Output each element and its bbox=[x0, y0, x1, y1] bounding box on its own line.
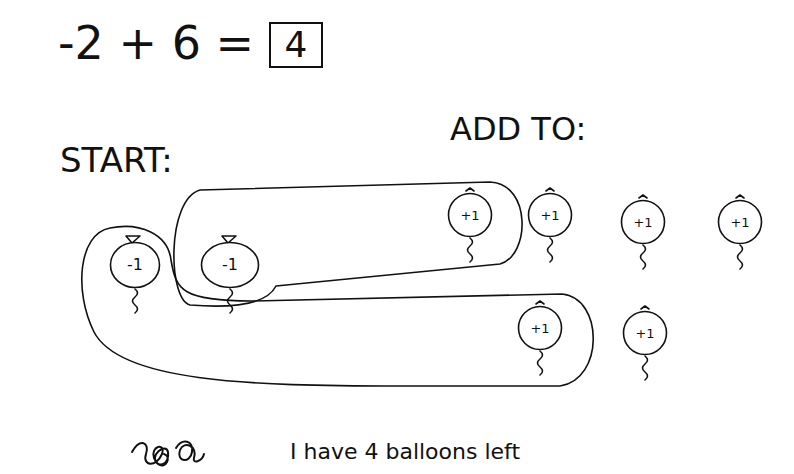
balloon-top bbox=[466, 188, 474, 191]
balloon-string bbox=[643, 356, 648, 380]
balloon: -1 bbox=[200, 241, 260, 289]
answer-sentence: I have 4 balloons left bbox=[290, 440, 520, 464]
balloon-shape bbox=[624, 312, 667, 355]
balloon-top bbox=[639, 195, 647, 198]
balloon-string bbox=[738, 245, 743, 269]
equation-text: -2 + 6 = bbox=[58, 18, 254, 69]
balloon-shape bbox=[519, 307, 562, 350]
balloon: +1 bbox=[622, 310, 668, 356]
balloon: +1 bbox=[620, 199, 666, 245]
balloon-value: +1 bbox=[633, 216, 652, 229]
start-label: START: bbox=[60, 142, 173, 179]
pairing-loop bbox=[174, 182, 522, 306]
balloon-string bbox=[538, 351, 543, 375]
balloon-value: -1 bbox=[222, 257, 238, 273]
balloon-shape bbox=[622, 201, 665, 244]
balloon-shape bbox=[111, 243, 160, 288]
balloon-top bbox=[546, 188, 554, 191]
balloon-shape bbox=[719, 201, 762, 244]
answer-box: 4 bbox=[269, 22, 323, 68]
balloon: +1 bbox=[527, 192, 573, 238]
balloon: -1 bbox=[109, 241, 161, 289]
balloon-string bbox=[641, 245, 646, 269]
balloon-value: -1 bbox=[127, 257, 143, 273]
balloon-top bbox=[736, 195, 744, 198]
answer-number: 4 bbox=[285, 27, 308, 63]
balloon-string bbox=[468, 238, 473, 262]
pairing-loop bbox=[82, 226, 593, 386]
balloon: +1 bbox=[447, 192, 493, 238]
balloon-value: +1 bbox=[530, 322, 549, 335]
balloon-shape bbox=[529, 194, 572, 237]
balloon: +1 bbox=[517, 305, 563, 351]
balloon-string bbox=[548, 238, 553, 262]
balloon-string bbox=[228, 289, 233, 313]
balloon-top bbox=[641, 306, 649, 309]
balloon: +1 bbox=[717, 199, 763, 245]
add-to-label: ADD TO: bbox=[450, 112, 586, 147]
balloon-top bbox=[536, 301, 544, 304]
balloon-shape bbox=[202, 243, 259, 288]
balloon-shape bbox=[449, 194, 492, 237]
balloon-value: +1 bbox=[460, 209, 479, 222]
balloon-string bbox=[133, 289, 138, 313]
scribble bbox=[132, 442, 204, 466]
balloon-value: +1 bbox=[635, 327, 654, 340]
balloon-value: +1 bbox=[730, 216, 749, 229]
balloon-value: +1 bbox=[540, 209, 559, 222]
